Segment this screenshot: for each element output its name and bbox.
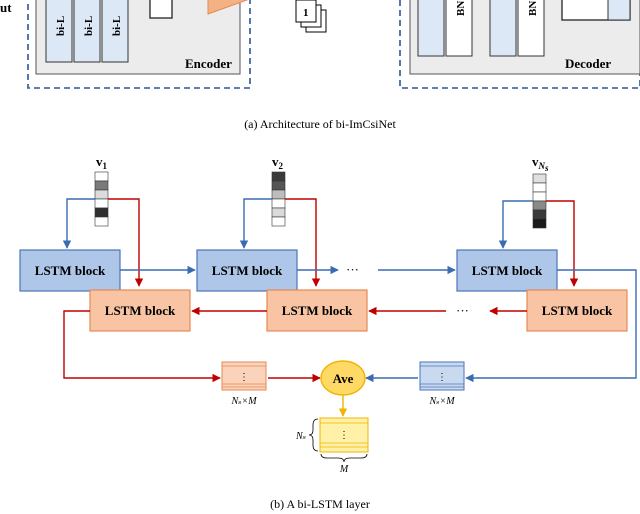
backward-lstm-label-1: LSTM block [105, 303, 176, 318]
backward-ellipsis: ··· [456, 303, 469, 318]
vector-label-ns: vNs [532, 154, 549, 173]
decoder-bn-2 [517, 0, 545, 57]
vector-label-2: v2 [272, 154, 284, 171]
averaged-output-matrix: ⋮ [319, 417, 369, 453]
decoder-bn-text-1: BN [455, 1, 467, 16]
encoder-dashed-border [27, 0, 251, 89]
backward-lstm-label-ns: LSTM block [542, 303, 613, 318]
m-label: M [339, 464, 349, 475]
forward-lstm-label-2: LSTM block [212, 263, 283, 278]
v1-to-backward-arrow [108, 198, 144, 287]
backward-output-arrow [63, 310, 221, 383]
forward-matrix-size: Nₛ×M [428, 396, 455, 407]
v1-to-forward-arrow [62, 198, 95, 249]
average-label: Ave [333, 371, 354, 386]
forward-ellipsis: ··· [346, 262, 359, 277]
vector-label-1: v1 [96, 154, 108, 171]
codeword-sheet-1 [295, 0, 317, 23]
ns-label: Nₛ [295, 431, 306, 442]
vns-to-backward-arrow [546, 200, 579, 287]
backward-lstm-block-2 [266, 289, 368, 332]
encoder-dense-box [149, 0, 173, 19]
encoder-cell-text-2: bi-L [83, 16, 95, 36]
encoder-cell-text-3: bi-L [111, 16, 123, 36]
input-vector-1 [94, 171, 109, 227]
backward-lstm-label-2: LSTM block [282, 303, 353, 318]
forward-matrix-dots: ⋮ [437, 372, 447, 383]
codeword-number: 1 [303, 7, 309, 19]
forward-output-matrix: ⋮ [419, 361, 465, 391]
encoder-bilstm-cell-2 [73, 0, 101, 63]
ns-brace [308, 418, 319, 452]
backward-matrix-size: Nₛ×M [230, 396, 257, 407]
m-brace [320, 453, 368, 463]
encoder-cell-text-1: bi-L [55, 16, 67, 36]
output-matrix-dots: ⋮ [339, 430, 349, 441]
decoder-bn-1 [445, 0, 473, 57]
input-vector-ns [532, 173, 547, 229]
encoder-bilstm-cell-3 [101, 0, 129, 63]
decoder-label: Decoder [565, 56, 611, 71]
architecture-panel: ut bi-L bi-L bi-L Encoder 1 BN BN Decode… [0, 0, 640, 131]
caption-b: (b) A bi-LSTM layer [270, 497, 370, 511]
decoder-output-tail [607, 0, 631, 21]
forward-lstm-block-2 [196, 249, 298, 292]
compression-trapezoid [207, 0, 249, 15]
decoder-bn-text-2: BN [527, 1, 539, 16]
input-label-fragment: ut [0, 0, 12, 15]
backward-matrix-dots: ⋮ [239, 372, 249, 383]
v2-to-forward-arrow [239, 198, 272, 249]
bilstm-panel: v1 v2 vNs [19, 154, 637, 511]
v2-to-backward-arrow [285, 198, 321, 287]
decoder-cell-1 [417, 0, 445, 57]
input-vector-2 [271, 171, 286, 227]
forward-output-arrow [465, 269, 637, 383]
vns-to-forward-arrow [498, 200, 533, 249]
forward-lstm-label-1: LSTM block [35, 263, 106, 278]
caption-a: (a) Architecture of bi-ImCsiNet [244, 117, 396, 131]
forward-lstm-label-ns: LSTM block [472, 263, 543, 278]
backward-output-matrix: ⋮ [221, 361, 267, 391]
encoder-label: Encoder [185, 56, 232, 71]
encoder-bilstm-cell-1 [45, 0, 73, 63]
decoder-cell-2 [489, 0, 517, 57]
